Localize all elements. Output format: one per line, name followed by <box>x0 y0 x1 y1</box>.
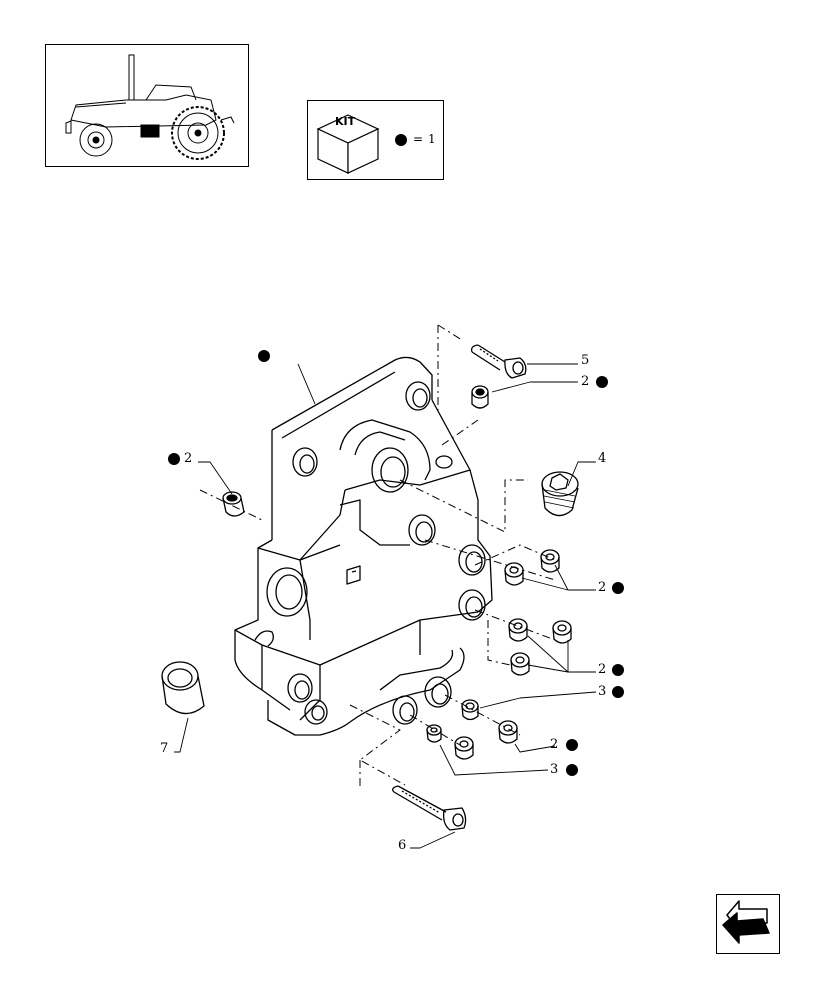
tractor-thumbnail-icon <box>65 54 235 160</box>
tractor-thumbnail <box>45 44 249 167</box>
callout-kit-bullet-icon <box>168 453 180 465</box>
kit-box-icon <box>316 114 380 174</box>
callout-kit-bullet-icon <box>612 664 624 676</box>
part-large-plug <box>541 471 579 517</box>
next-page-button[interactable] <box>716 894 780 954</box>
callout-kit-bullet-icon <box>566 764 578 776</box>
housing-bores <box>287 381 486 725</box>
kit-legend-equals: = <box>413 132 424 146</box>
assembly-lines <box>199 324 556 790</box>
next-page-arrow-icon <box>722 900 770 944</box>
callout-number: 3 <box>550 762 559 777</box>
callout-number: 2 <box>598 580 607 595</box>
callout-kit-bullet-icon <box>612 582 624 594</box>
part-bushing <box>161 661 205 715</box>
callout-number: 2 <box>581 374 590 389</box>
callout-kit-bullet-icon <box>612 686 624 698</box>
callout-number: 3 <box>598 684 607 699</box>
callout-number: 5 <box>581 353 590 368</box>
callout-kit-bullet-icon <box>596 376 608 388</box>
callout-number: 6 <box>398 838 407 853</box>
leader-lines <box>174 363 597 849</box>
housing-kit-bullet-icon <box>258 350 270 362</box>
valve-housing <box>234 356 493 736</box>
kit-bullet-icon <box>395 134 407 146</box>
part-bolt-bottom <box>392 785 467 831</box>
part-small-plugs <box>426 549 572 760</box>
callout-number: 2 <box>550 737 559 752</box>
part-bolt-top <box>470 344 527 379</box>
callout-kit-bullet-icon <box>566 739 578 751</box>
kit-label: KIT <box>335 115 356 128</box>
callout-number: 2 <box>184 451 193 466</box>
kit-legend-value: 1 <box>428 132 436 146</box>
callout-number: 2 <box>598 662 607 677</box>
callout-number: 7 <box>160 741 169 756</box>
kit-legend-box: KIT = 1 <box>307 100 444 180</box>
callout-number: 4 <box>598 451 607 466</box>
part-plug-top <box>471 385 489 409</box>
part-plug-left <box>222 491 245 517</box>
